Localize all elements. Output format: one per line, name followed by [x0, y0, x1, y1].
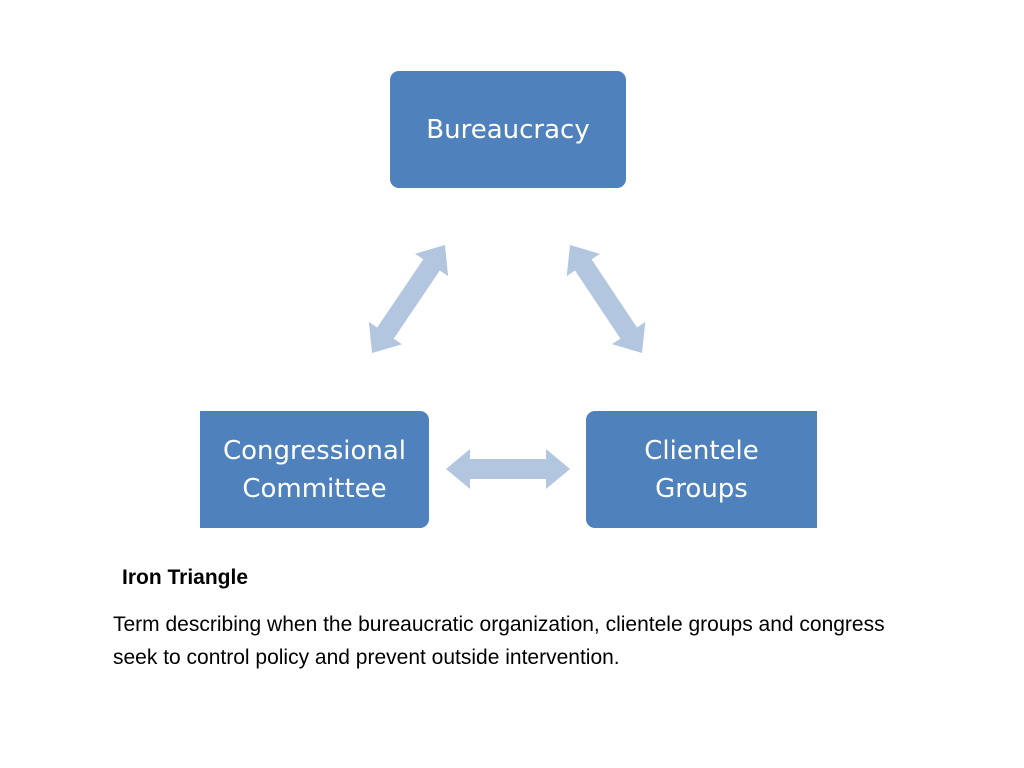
node-clientele-label-line2: Groups [655, 473, 748, 504]
caption-title: Iron Triangle [122, 566, 249, 589]
caption-body: Term describing when the bureaucratic or… [113, 613, 885, 669]
node-congressional-label-line2: Committee [242, 473, 387, 504]
arrow-bureaucracy-congressional [368, 245, 449, 353]
node-congressional-label-line1: Congressional [222, 435, 406, 466]
node-bureaucracy-label: Bureaucracy [426, 114, 590, 145]
arrow-congressional-clientele [446, 449, 570, 489]
node-clientele-groups: Clientele Groups [586, 411, 817, 528]
node-clientele-label-line1: Clientele [644, 435, 759, 466]
node-congressional-committee: Congressional Committee [200, 411, 429, 528]
arrow-bureaucracy-clientele [566, 245, 646, 353]
node-bureaucracy: Bureaucracy [390, 71, 626, 188]
